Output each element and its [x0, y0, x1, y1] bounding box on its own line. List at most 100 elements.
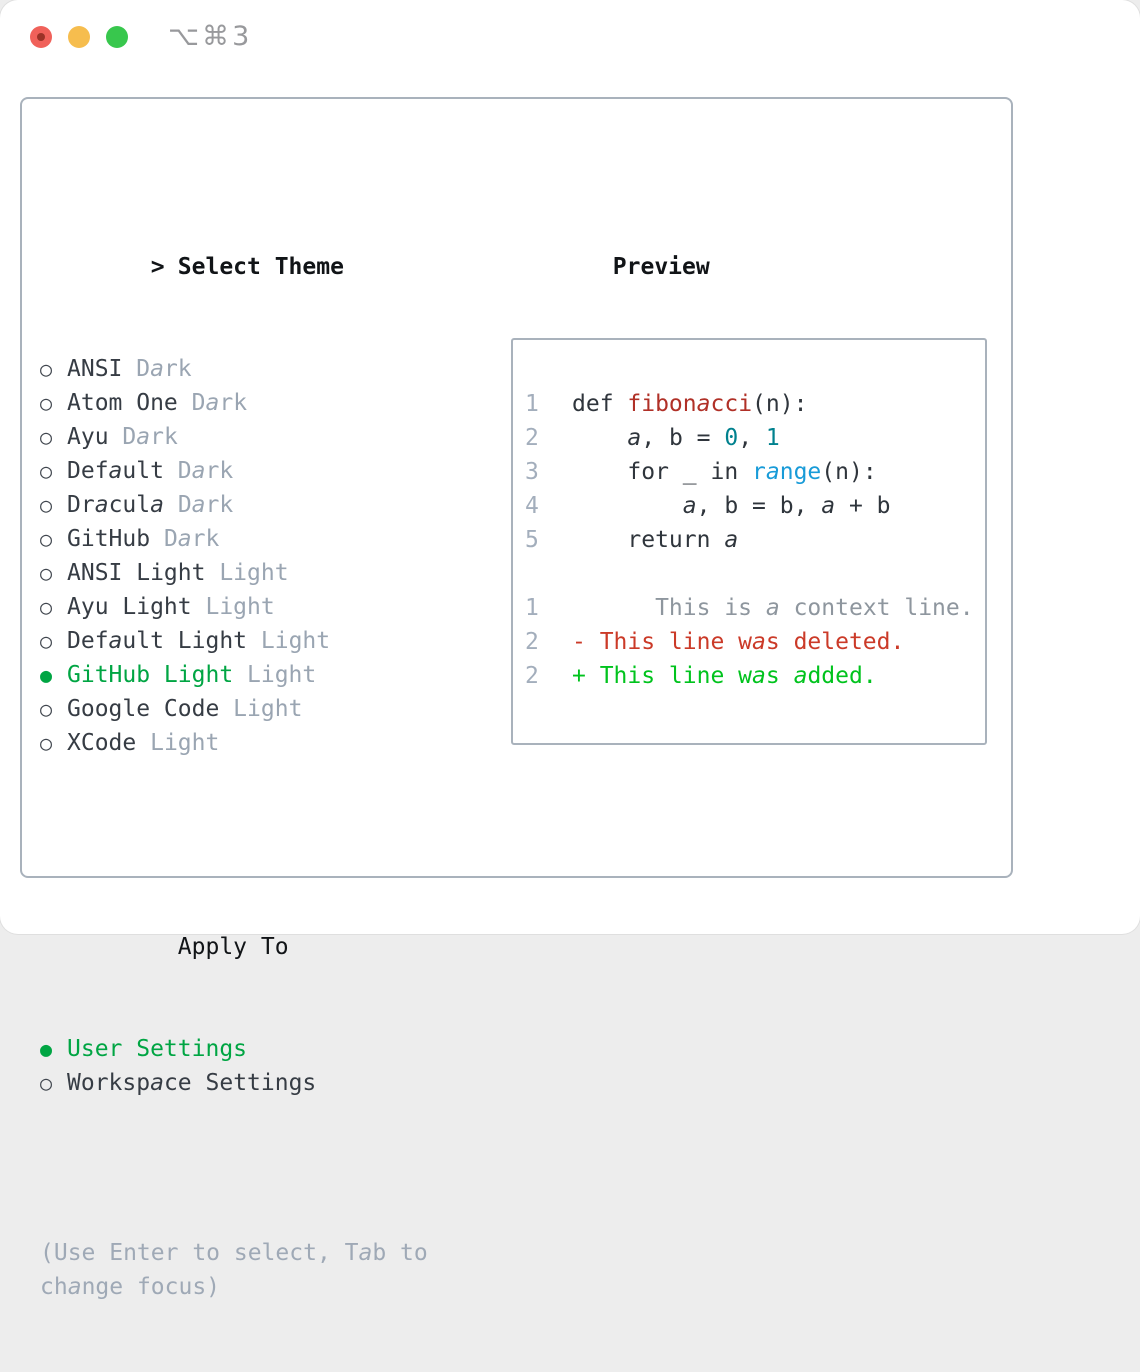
code-segment-deleted: - This line was deleted. — [572, 629, 905, 655]
theme-option-ansi[interactable]: ○ ANSI Dark — [40, 352, 502, 386]
theme-list: ○ ANSI Dark ○ Atom One Dark ○ Ayu Dark ○ Defaul… — [40, 352, 502, 760]
theme-variant: Light — [219, 696, 303, 722]
preview-line: 2 - This line was deleted. — [525, 625, 985, 659]
theme-option-github-light[interactable]: ●GitHub Light Light — [40, 658, 502, 692]
code-segment-builtin: range — [752, 459, 822, 485]
line-number: 2 — [525, 629, 539, 655]
theme-variant: Dark — [163, 492, 234, 518]
radio-unselected-icon: ○ — [40, 391, 53, 415]
theme-name: Default Light — [67, 628, 248, 654]
preview-line: 5 return a — [525, 523, 985, 557]
preview-header: Preview — [612, 254, 710, 280]
code-segment-plain: return a — [572, 527, 739, 553]
theme-variant: Dark — [122, 356, 192, 382]
theme-name: GitHub — [67, 526, 151, 552]
theme-option-xcode[interactable]: ○ XCode Light — [40, 726, 502, 760]
radio-unselected-icon: ○ — [40, 459, 53, 483]
code-segment-plain: (n): — [752, 391, 808, 417]
code-segment-plain: (n): — [821, 459, 877, 485]
code-segment-context: This is a context line. — [572, 595, 974, 621]
radio-unselected-icon: ○ — [40, 561, 53, 585]
theme-option-ayu-light[interactable]: ○ Ayu Light Light — [40, 590, 502, 624]
select-theme-header: Select Theme — [177, 254, 344, 280]
line-number: 4 — [525, 493, 539, 519]
theme-variant: Light — [247, 628, 331, 654]
apply-option-label: User Settings — [67, 1036, 248, 1062]
code-segment-plain: for _ in — [572, 459, 753, 485]
code-segment-number: 1 — [765, 425, 780, 451]
preview-line: 3 for _ in range(n): — [525, 455, 985, 489]
select-theme-header-row: > Select Theme — [40, 216, 502, 280]
theme-variant: Light — [205, 560, 289, 586]
code-segment-plain: , — [738, 425, 766, 451]
radio-unselected-icon: ○ — [40, 595, 53, 619]
theme-name: XCode — [67, 730, 137, 756]
theme-name: Google Code — [67, 696, 220, 722]
theme-picker-panel: > Select Theme ○ ANSI Dark ○ Atom One Dark ○ A… — [20, 97, 1013, 1300]
theme-option-default[interactable]: ○ Default Dark — [40, 454, 502, 488]
theme-variant: Light — [136, 730, 220, 756]
theme-picker-column: > Select Theme ○ ANSI Dark ○ Atom One Dark ○ A… — [40, 148, 502, 1300]
preview-line: 2+ This line was added. — [525, 659, 985, 693]
theme-variant: Dark — [177, 390, 248, 416]
code-segment-plain: a, b = — [627, 425, 725, 451]
line-number: 1 — [525, 391, 539, 417]
zoom-button[interactable] — [106, 26, 128, 48]
radio-unselected-icon: ○ — [40, 493, 53, 517]
preview-line: 4 a, b = b, a + b — [525, 489, 985, 523]
radio-selected-icon: ● — [40, 1037, 53, 1061]
line-number: 2 — [525, 663, 539, 689]
apply-option-workspace-settings[interactable]: ○ Workspace Settings — [40, 1066, 502, 1100]
theme-variant: Light — [233, 662, 317, 688]
theme-option-ansi-light[interactable]: ○ ANSI Light Light — [40, 556, 502, 590]
theme-option-github[interactable]: ○ GitHub Dark — [40, 522, 502, 556]
theme-variant: Dark — [150, 526, 220, 552]
theme-option-google-code[interactable]: ○ Google Code Light — [40, 692, 502, 726]
apply-to-header: Apply To — [177, 934, 289, 960]
radio-unselected-icon: ○ — [40, 1071, 53, 1095]
theme-name: Dracula — [67, 492, 164, 518]
window-title: ⌥⌘3 — [168, 21, 253, 52]
minimize-button[interactable] — [68, 26, 90, 48]
theme-variant: Dark — [163, 458, 234, 484]
preview-line: 1 This is a context line. — [525, 591, 985, 625]
theme-option-ayu[interactable]: ○Ayu Dark — [40, 420, 502, 454]
theme-variant: Light — [191, 594, 275, 620]
prompt-caret-icon: > — [150, 254, 165, 280]
theme-name: ANSI Light — [67, 560, 206, 586]
apply-option-user-settings[interactable]: ● User Settings — [40, 1032, 502, 1066]
radio-unselected-icon: ○ — [40, 731, 53, 755]
line-number: 3 — [525, 459, 539, 485]
code-segment-plain: a, b = b, a + b — [682, 493, 891, 519]
code-segment-function: fibonacci — [627, 391, 753, 417]
radio-unselected-icon: ○ — [40, 629, 53, 653]
terminal-window: ⌥⌘3 > Select Theme ○ ANSI Dark ○ Atom One Da… — [0, 0, 1140, 1300]
radio-unselected-icon: ○ — [40, 357, 53, 381]
theme-name: Ayu Light — [67, 594, 192, 620]
radio-unselected-icon: ○ — [40, 425, 53, 449]
preview-header-row: Preview — [502, 216, 991, 280]
window-titlebar: ⌥⌘3 — [0, 0, 1140, 74]
preview-line: 1 def fibonacci(n): — [525, 387, 985, 421]
theme-name: Ayu — [67, 424, 109, 450]
apply-to-list: ● User Settings ○ Workspace Settings — [40, 1032, 502, 1100]
radio-selected-icon: ● — [40, 663, 53, 687]
theme-option-atom-one[interactable]: ○ Atom One Dark — [40, 386, 502, 420]
radio-unselected-icon: ○ — [40, 697, 53, 721]
theme-option-dracula[interactable]: ○ Dracula Dark — [40, 488, 502, 522]
theme-name: Atom One — [67, 390, 178, 416]
apply-to-header-row: Apply To — [40, 896, 502, 960]
theme-name: Default — [67, 458, 164, 484]
line-number: 1 — [525, 595, 539, 621]
close-button[interactable] — [30, 26, 52, 48]
line-number: 5 — [525, 527, 539, 553]
line-number: 2 — [525, 425, 539, 451]
preview-line: 2 a, b = 0, 1 — [525, 421, 985, 455]
code-segment-plain: def — [572, 391, 628, 417]
apply-option-label: Workspace Settings — [67, 1070, 317, 1096]
preview-line — [525, 557, 985, 591]
theme-name: ANSI — [67, 356, 123, 382]
theme-option-default-light[interactable]: ○ Default Light Light — [40, 624, 502, 658]
radio-unselected-icon: ○ — [40, 527, 53, 551]
